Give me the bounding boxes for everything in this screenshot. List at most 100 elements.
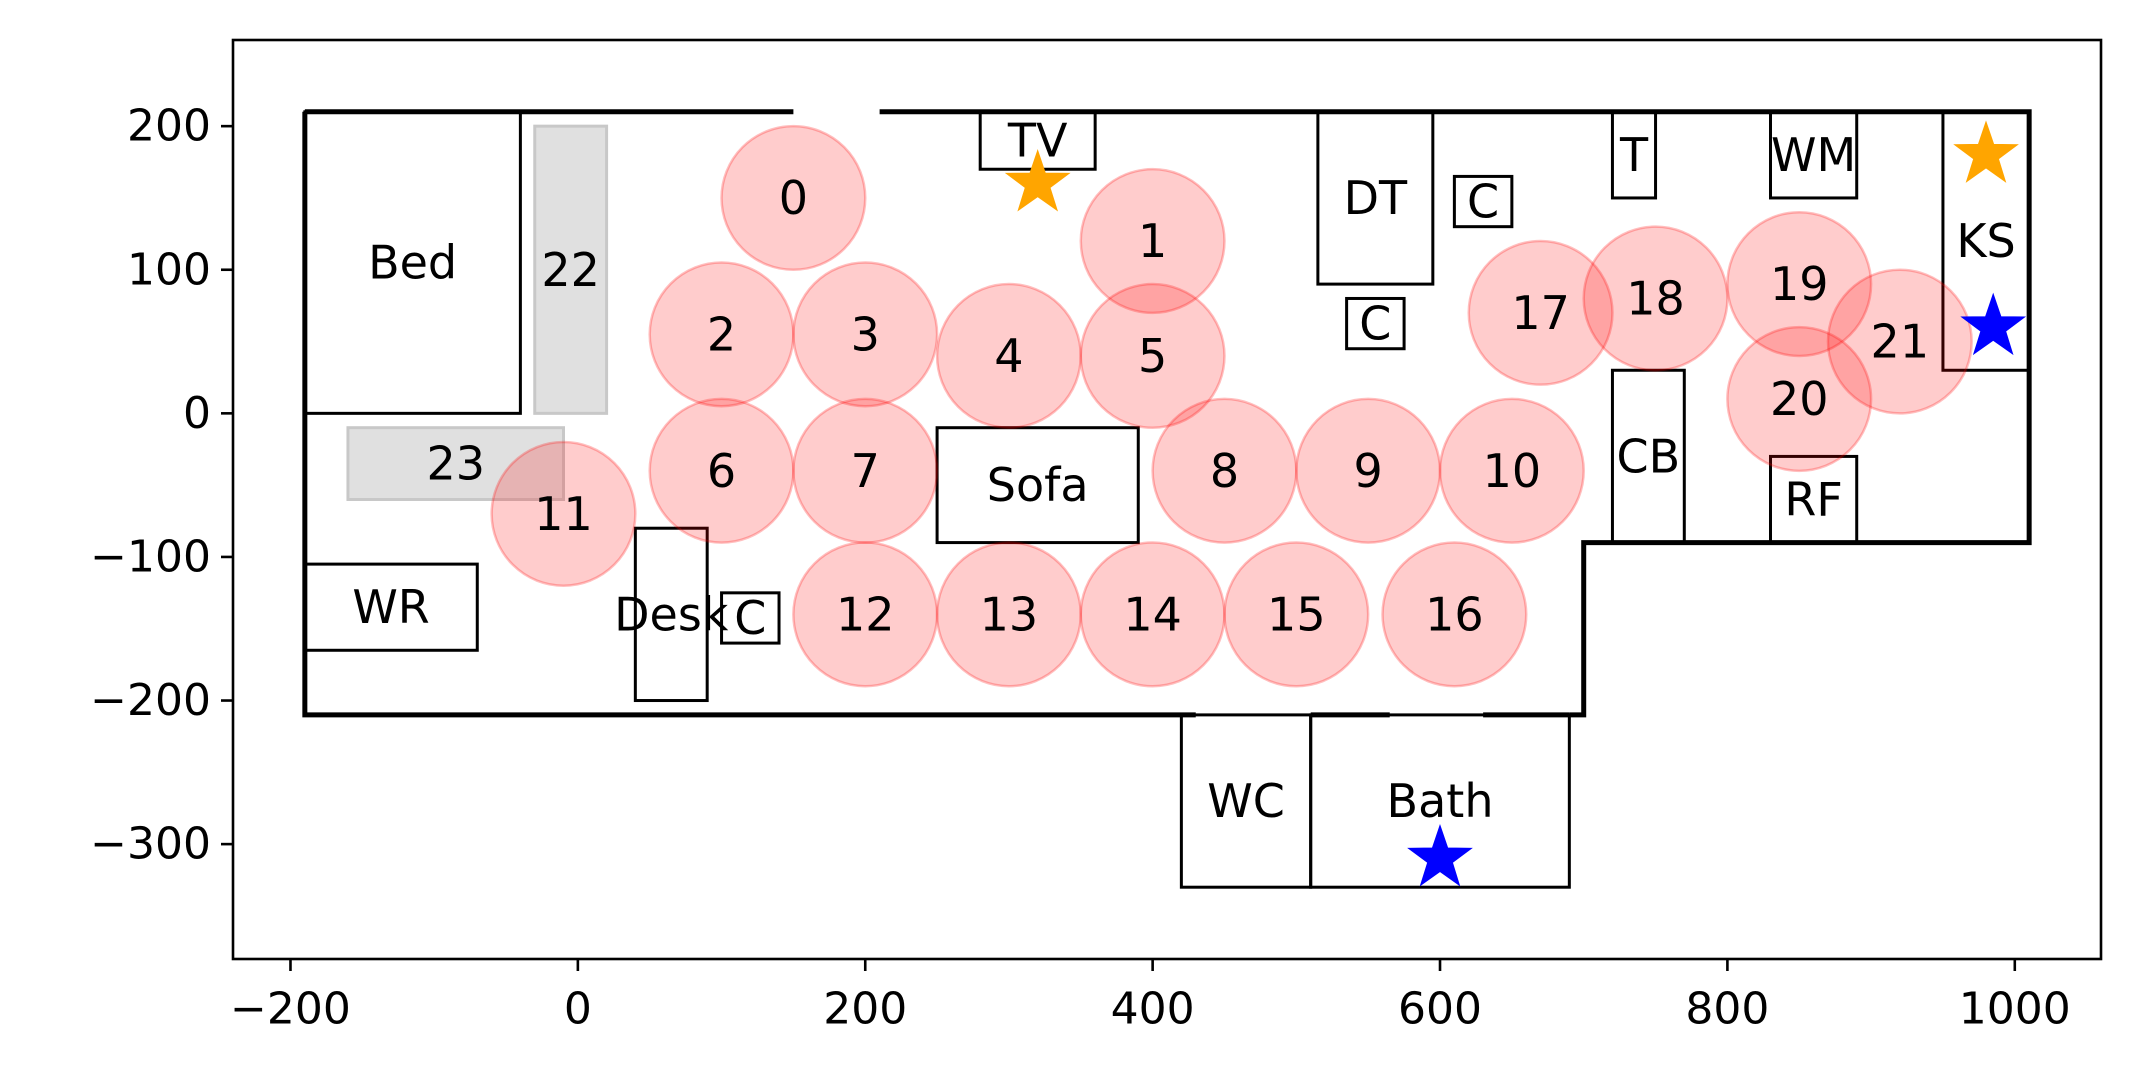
circle-number-label: 2	[707, 307, 736, 361]
circle-number-label: 19	[1770, 257, 1829, 311]
circle-number-label: 11	[534, 487, 593, 541]
x-tick-label: 600	[1398, 984, 1482, 1035]
position-circle	[935, 541, 1083, 688]
y-tick-label: −300	[90, 819, 211, 870]
furniture-box	[633, 526, 709, 703]
furniture-label: Desk	[614, 587, 729, 641]
furniture-box	[1610, 368, 1686, 545]
position-circle	[1151, 397, 1298, 544]
furniture-box	[303, 562, 479, 652]
star-marker	[1407, 823, 1473, 887]
circle-number-label: 14	[1123, 587, 1182, 641]
y-tick-label: 200	[127, 101, 211, 152]
position-circle	[1726, 211, 1873, 358]
position-circle	[792, 541, 939, 688]
furniture-box	[1309, 713, 1571, 889]
y-tick-label: 0	[183, 388, 211, 439]
x-tick-label: 200	[823, 984, 907, 1035]
y-tick-label: −100	[90, 531, 211, 582]
circle-number-label: 16	[1425, 587, 1484, 641]
x-tick-label: 1000	[1959, 984, 2071, 1035]
circle-number-label: 1	[1138, 214, 1167, 268]
furniture-box	[1316, 110, 1435, 286]
position-circle	[1079, 282, 1226, 430]
x-tick-label: 0	[564, 984, 592, 1035]
circle-number-label: 13	[980, 587, 1039, 641]
position-circle	[1582, 225, 1729, 372]
y-tick-label: −200	[90, 675, 211, 726]
circle-number-label: 9	[1354, 444, 1383, 498]
position-circle	[792, 261, 939, 408]
furniture-box	[1941, 110, 2031, 372]
furniture-box	[720, 591, 781, 645]
position-circle	[1826, 268, 1973, 415]
circle-number-label: 20	[1770, 372, 1829, 426]
x-tick-label: 400	[1111, 984, 1195, 1035]
furniture-box	[346, 426, 565, 501]
circle-number-label: 10	[1483, 444, 1542, 498]
circle-number-label: 12	[836, 587, 895, 641]
furniture-label: WR	[352, 580, 429, 634]
furniture-label: Sofa	[987, 458, 1089, 512]
furniture-box	[1769, 454, 1859, 545]
circle-number-label: 6	[707, 444, 736, 498]
position-circle	[1726, 325, 1873, 473]
furniture-label: Bath	[1387, 774, 1494, 828]
position-circle	[720, 124, 867, 272]
furniture-label: CB	[1617, 429, 1681, 483]
position-circle	[1079, 541, 1226, 688]
position-circle	[792, 397, 939, 544]
circle-number-label: 15	[1267, 587, 1326, 641]
circle-number-label: 4	[994, 329, 1023, 383]
circle-number-label: 5	[1138, 329, 1167, 383]
furniture-box	[1610, 110, 1658, 200]
circle-number-label: 21	[1871, 315, 1930, 369]
circle-number-label: 0	[779, 171, 808, 225]
position-circle	[648, 261, 795, 408]
circle-number-label: 8	[1210, 444, 1239, 498]
position-circle	[490, 440, 637, 587]
furniture-box	[533, 124, 609, 415]
y-axis-ticks: 200 100 0 −100 −200 −300	[90, 101, 233, 870]
position-circle	[935, 282, 1083, 430]
furniture-label: DT	[1344, 171, 1408, 225]
x-tick-label: −200	[230, 984, 351, 1035]
furniture-box	[1769, 110, 1859, 200]
position-circle	[648, 397, 795, 544]
furniture-label: WC	[1207, 774, 1285, 828]
furniture-label: C	[1467, 175, 1499, 229]
position-circle	[1295, 397, 1442, 544]
furniture-label: KS	[1956, 214, 2015, 268]
circle-number-label: 17	[1511, 286, 1570, 340]
furniture-box	[1452, 174, 1514, 229]
x-tick-label: 800	[1685, 984, 1769, 1035]
furniture-box	[1345, 296, 1406, 351]
star-marker	[1960, 292, 2027, 356]
circle-number-label: 7	[851, 444, 880, 498]
star-marker	[1953, 120, 2019, 183]
circle-number-label: 18	[1626, 271, 1685, 325]
circle-number-label: 3	[851, 307, 880, 361]
furniture-label: 22	[541, 243, 600, 297]
position-circle	[1438, 397, 1585, 544]
y-tick-label: 100	[127, 244, 211, 295]
furniture-box	[935, 426, 1140, 545]
position-circle	[1467, 239, 1614, 386]
stars-layer	[1004, 120, 2027, 887]
furniture-label: 23	[426, 437, 485, 491]
furniture-label: C	[734, 591, 766, 645]
position-circle	[1223, 541, 1370, 688]
x-axis-ticks: −200 0 200 400 600 800 1000	[230, 959, 2071, 1035]
furniture-label: Bed	[368, 236, 457, 290]
furniture-label: WM	[1771, 128, 1856, 182]
star-marker	[1004, 149, 1071, 212]
position-circle	[1079, 167, 1226, 315]
furniture-label: RF	[1784, 473, 1842, 527]
axes-frame	[231, 38, 2103, 961]
furniture-label: T	[1619, 128, 1649, 182]
position-circle	[1381, 541, 1528, 688]
